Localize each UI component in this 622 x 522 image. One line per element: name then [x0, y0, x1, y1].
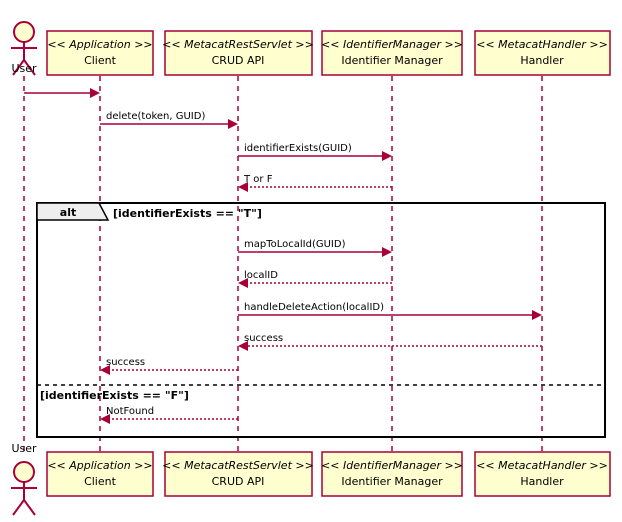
- participant-name: Handler: [520, 475, 564, 488]
- participant-box: [164, 451, 313, 497]
- participant-name: Client: [84, 54, 117, 67]
- participant-stereotype: << MetacatHandler >>: [476, 459, 608, 472]
- message-arrowhead: [382, 247, 392, 257]
- participant-handler-header[interactable]: << MetacatHandler >> Handler: [474, 30, 611, 76]
- message-arrowhead: [532, 310, 542, 320]
- message-m3[interactable]: identifierExists(GUID): [238, 143, 392, 161]
- participant-name: Client: [84, 475, 117, 488]
- message-m1[interactable]: [24, 88, 100, 98]
- message-label: NotFound: [106, 406, 154, 417]
- lifelines-layer: [23, 76, 543, 452]
- actor-leg-left: [12, 59, 25, 76]
- participant-name: Identifier Manager: [341, 54, 443, 67]
- participant-crud-footer[interactable]: << MetacatRestServlet >> CRUD API: [162, 451, 314, 497]
- actor-label: User: [11, 62, 37, 75]
- message-label: delete(token, GUID): [106, 111, 205, 122]
- participant-box: [474, 30, 611, 76]
- messages-layer: delete(token, GUID) identifierExists(GUID…: [24, 88, 542, 424]
- actor-head: [13, 21, 35, 43]
- participant-idmgr-header[interactable]: << IdentifierManager >> Identifier Manage…: [321, 30, 463, 76]
- message-arrowhead: [382, 151, 392, 161]
- message-m2[interactable]: delete(token, GUID): [100, 111, 238, 129]
- message-arrowhead: [100, 414, 110, 424]
- message-label: localID: [244, 270, 278, 281]
- message-arrowhead: [238, 182, 248, 192]
- participants-layer: << Application >>Client<< Application >>…: [46, 30, 611, 497]
- participant-name: CRUD API: [212, 54, 265, 67]
- participant-box: [474, 451, 611, 497]
- participant-stereotype: << MetacatRestServlet >>: [162, 459, 314, 472]
- participant-name: CRUD API: [212, 475, 265, 488]
- actor-label: User: [11, 442, 37, 455]
- message-label: T or F: [243, 174, 273, 185]
- actor-head: [13, 461, 35, 483]
- message-label: success: [106, 357, 145, 368]
- fragment-guard-0: [identifierExists == "T"]: [113, 207, 262, 220]
- participant-stereotype: << Application >>: [47, 38, 152, 51]
- message-arrowhead: [238, 341, 248, 351]
- message-label: success: [244, 333, 283, 344]
- message-arrowhead: [90, 88, 100, 98]
- message-label: handleDeleteAction(localID): [244, 302, 384, 313]
- fragment-border: [36, 202, 606, 438]
- fragment-operator-label: alt: [60, 206, 76, 219]
- message-m6[interactable]: localID: [238, 270, 392, 288]
- participant-stereotype: << Application >>: [47, 459, 152, 472]
- message-m7[interactable]: handleDeleteAction(localID): [238, 302, 542, 320]
- participant-idmgr-footer[interactable]: << IdentifierManager >> Identifier Manage…: [321, 451, 463, 497]
- fragment-operator-tab: [36, 202, 110, 221]
- message-label: identifierExists(GUID): [244, 143, 352, 154]
- fragment-alt-identifier-exists[interactable]: alt [identifierExists == "T"] [identifierE…: [36, 202, 606, 438]
- message-m5[interactable]: mapToLocalId(GUID): [238, 239, 392, 257]
- actor-leg-right: [23, 499, 36, 516]
- participant-box: [321, 451, 463, 497]
- message-m9[interactable]: success: [100, 357, 238, 375]
- message-m10[interactable]: NotFound: [100, 406, 238, 424]
- actor-leg-left: [12, 499, 25, 516]
- participant-box: [46, 451, 154, 497]
- participant-name: Identifier Manager: [341, 475, 443, 488]
- participant-stereotype: << IdentifierManager >>: [321, 459, 463, 472]
- participant-box: [164, 30, 313, 76]
- actor-user-top[interactable]: User: [11, 21, 37, 76]
- participant-box: [321, 30, 463, 76]
- message-label: mapToLocalId(GUID): [244, 239, 346, 250]
- participant-stereotype: << IdentifierManager >>: [321, 38, 463, 51]
- participant-stereotype: << MetacatRestServlet >>: [162, 38, 314, 51]
- participant-stereotype: << MetacatHandler >>: [476, 38, 608, 51]
- actor-user-bottom[interactable]: User: [11, 442, 37, 516]
- message-arrowhead: [100, 365, 110, 375]
- message-m8[interactable]: success: [238, 333, 542, 351]
- participant-name: Handler: [520, 54, 564, 67]
- participant-client-header[interactable]: << Application >> Client: [46, 30, 154, 76]
- message-m4[interactable]: T or F: [238, 174, 392, 192]
- participant-handler-footer[interactable]: << MetacatHandler >> Handler: [474, 451, 611, 497]
- fragment-guard-1: [identifierExists == "F"]: [40, 389, 189, 402]
- participant-crud-header[interactable]: << MetacatRestServlet >> CRUD API: [162, 30, 314, 76]
- message-arrowhead: [228, 119, 238, 129]
- participant-box: [46, 30, 154, 76]
- participant-client-footer[interactable]: << Application >> Client: [46, 451, 154, 497]
- message-arrowhead: [238, 278, 248, 288]
- actor-leg-right: [23, 59, 36, 76]
- fragments-layer: alt [identifierExists == "T"] [identifierE…: [36, 202, 606, 438]
